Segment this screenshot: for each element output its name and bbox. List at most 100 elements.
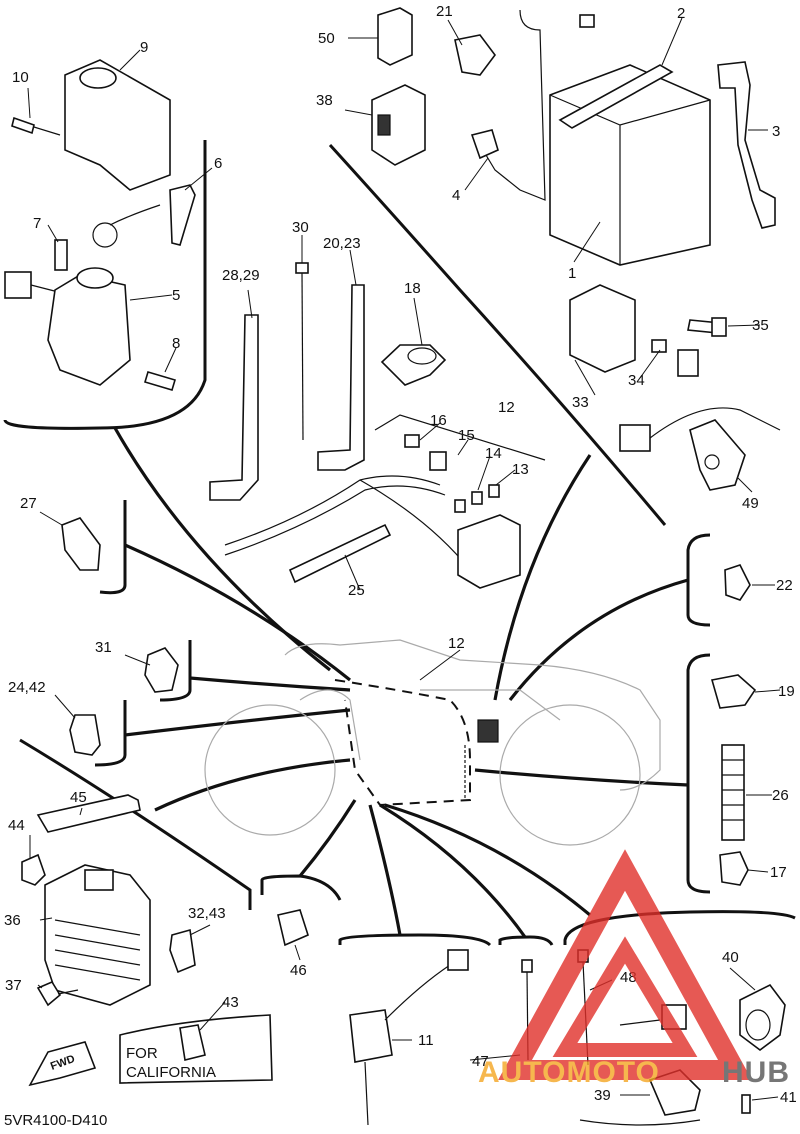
leader-49 — [737, 477, 753, 493]
sidestand-lead — [619, 1019, 661, 1026]
sidestand-base — [579, 1119, 701, 1126]
leader-19 — [754, 689, 781, 693]
main-switch-cover-9 — [64, 59, 171, 191]
callout-12a: 12 — [448, 635, 465, 652]
fuse-14 — [471, 491, 483, 505]
callout-30: 30 — [292, 219, 309, 236]
switch-cylinder — [76, 267, 114, 289]
relay-38 — [371, 84, 426, 166]
ties-group — [209, 262, 447, 501]
watermark-text-hub: HUB — [722, 1056, 790, 1089]
clamp-32-43 — [169, 928, 196, 974]
bolt-8 — [144, 371, 176, 391]
leader-20-23 — [349, 249, 357, 286]
california-note-line-2: CALIFORNIA — [126, 1064, 216, 1081]
frame-rail — [420, 689, 561, 721]
bolt-10 — [11, 116, 35, 135]
leader-27 — [39, 511, 63, 526]
clamp-44 — [21, 853, 46, 886]
callout-40: 40 — [722, 949, 739, 966]
fwd-arrow-shape — [28, 1041, 97, 1087]
fwd-arrow: FWD — [28, 1041, 97, 1087]
clamp-27 — [61, 517, 101, 571]
callout-19: 19 — [778, 683, 795, 700]
tie-47-head — [521, 959, 533, 973]
switch-49-hole — [704, 454, 720, 470]
callout-12b: 12 — [498, 399, 515, 416]
terminal-4 — [470, 129, 499, 160]
watermark-triangle-outer — [498, 849, 752, 1080]
wire-main-switch — [113, 427, 331, 672]
callout-labels: 1 2 3 4 5 6 7 8 9 10 11 12 12 13 14 15 1… — [4, 3, 797, 1106]
key-blade — [109, 204, 161, 226]
callout-8: 8 — [172, 335, 180, 352]
leader-41 — [751, 1096, 779, 1101]
watermark-text-automoto: AUTOMOTO — [478, 1056, 660, 1089]
sensor-11-frame — [338, 933, 492, 947]
callout-6: 6 — [214, 155, 222, 172]
leader-21 — [447, 19, 463, 46]
regulator-connector — [84, 869, 114, 891]
harness-upper-group — [224, 414, 546, 589]
wire-47 — [379, 803, 527, 938]
leader-6 — [184, 167, 213, 191]
wire-regulator — [154, 758, 351, 812]
callout-27: 27 — [20, 495, 37, 512]
bolt-10-shaft — [33, 126, 61, 136]
key-ring — [92, 222, 118, 248]
tie-45 — [36, 794, 141, 833]
callout-41: 41 — [780, 1089, 797, 1106]
callout-11: 11 — [418, 1032, 434, 1049]
wire-26 — [474, 768, 689, 787]
relay-50 — [377, 7, 413, 66]
callout-3: 3 — [772, 123, 780, 140]
callout-47: 47 — [472, 1053, 489, 1070]
starter-relay-group — [569, 284, 781, 491]
callout-18: 18 — [404, 280, 421, 297]
leader-8 — [164, 347, 177, 373]
callout-46: 46 — [290, 962, 307, 979]
harness-upper-line-1 — [224, 475, 441, 546]
leader-10 — [27, 87, 31, 119]
regulator-group: FOR CALIFORNIA — [21, 794, 273, 1084]
callout-28-29: 28,29 — [222, 267, 260, 284]
lead-connector — [579, 14, 595, 28]
bracket-leader-12 — [374, 414, 546, 461]
left-clamps-group — [61, 517, 179, 756]
leader-36 — [39, 917, 53, 921]
callout-1: 1 — [568, 265, 576, 282]
main-switch-group — [4, 59, 196, 391]
callout-37: 37 — [5, 977, 22, 994]
motorcycle-outline — [204, 639, 661, 846]
negative-lead-3 — [717, 61, 776, 229]
callout-38: 38 — [316, 92, 333, 109]
leader-7 — [47, 224, 59, 243]
callout-44: 44 — [8, 817, 25, 834]
damper-26-ribs — [722, 759, 744, 821]
fuse-box — [457, 514, 521, 589]
california-note-line-1: FOR — [126, 1045, 158, 1062]
bolt-37-shaft — [57, 989, 79, 995]
callout-32-43: 32,43 — [188, 905, 226, 922]
fuse-13 — [488, 484, 500, 498]
callout-7: 7 — [33, 215, 41, 232]
cover-hole — [79, 67, 117, 89]
sensor-11 — [349, 1009, 393, 1063]
leader-40 — [729, 967, 756, 991]
callout-15: 15 — [458, 427, 475, 444]
clamp-21 — [454, 34, 496, 76]
callout-13: 13 — [512, 461, 529, 478]
switch-49-lead — [649, 407, 781, 439]
wire-22 — [508, 578, 689, 701]
leader-lines — [27, 17, 781, 1101]
leader-16 — [419, 422, 441, 441]
callout-9: 9 — [140, 39, 148, 56]
leader-5 — [129, 294, 173, 301]
tie-30-head — [295, 262, 309, 274]
sensor-11-connector — [447, 949, 469, 971]
relay-38-window — [377, 114, 391, 136]
switch-49 — [689, 419, 746, 491]
battery-band-2 — [558, 64, 674, 129]
callout-5: 5 — [172, 287, 180, 304]
